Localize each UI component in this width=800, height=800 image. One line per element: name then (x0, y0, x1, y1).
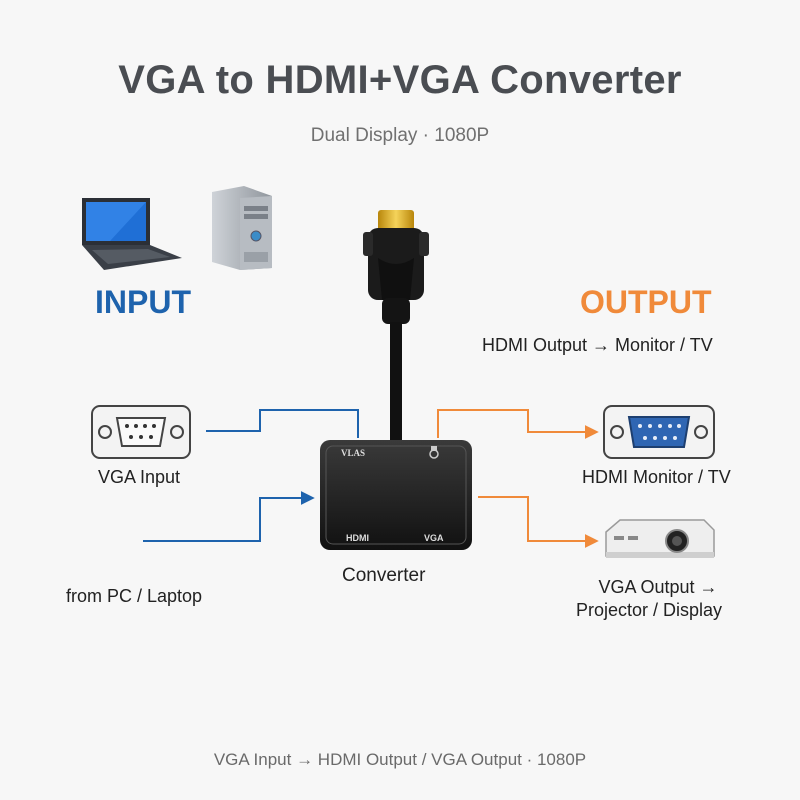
vga-output-label-line2: Projector / Display (576, 600, 723, 620)
source-label: from PC / Laptop (66, 586, 203, 606)
vga-cable-icon (363, 210, 429, 446)
output-heading: OUTPUT (580, 284, 712, 320)
output-connection-lines (437, 409, 599, 548)
projector-icon (605, 519, 715, 558)
converter-port-vga-bottom-label: VGA (424, 533, 444, 543)
monitor-port-icon (603, 405, 715, 459)
hdmi-monitor-label: HDMI Monitor / TV (582, 467, 731, 487)
input-connection-lines (143, 409, 359, 542)
laptop-icon (82, 198, 182, 270)
input-heading: INPUT (95, 284, 191, 320)
pc-tower-icon (212, 186, 272, 270)
hdmi-output-caption: HDMI Output → Monitor / TV (482, 335, 713, 355)
vga-input-port-icon (91, 405, 191, 459)
page-title: VGA to HDMI+VGA Converter (118, 58, 682, 102)
footer-caption: VGA Input → HDMI Output / VGA Output · 1… (213, 750, 587, 769)
vga-input-label: VGA Input (98, 467, 181, 487)
converter-label: Converter (342, 565, 426, 586)
page-subtitle: Dual Display · 1080P (310, 125, 490, 146)
converter-port-vga-top-label: VLAS (341, 448, 366, 458)
converter-port-hdmi-label: HDMI (346, 533, 369, 543)
vga-output-label-line1: VGA Output → (598, 577, 718, 597)
converter-box (320, 440, 472, 550)
